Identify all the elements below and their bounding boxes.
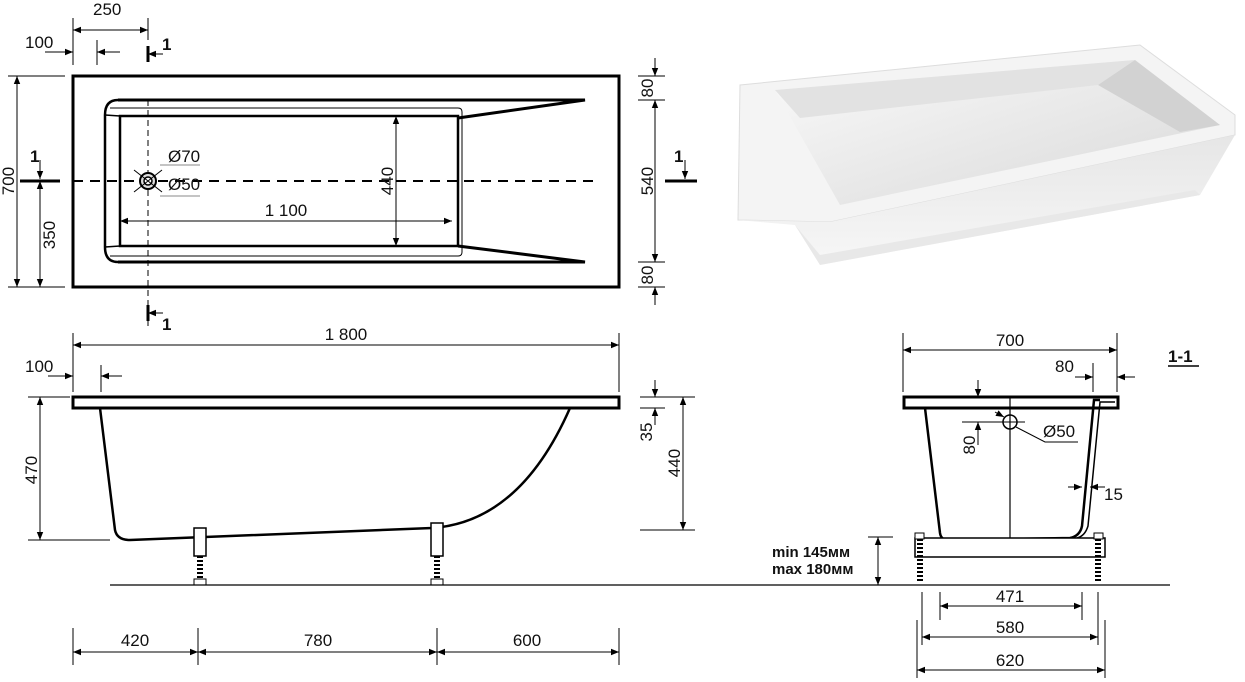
side-dim-1800: 1 800 xyxy=(325,325,368,344)
section-mark-top: 1 xyxy=(162,35,171,54)
side-view: 1 800 100 470 35 440 420 780 600 xyxy=(22,325,1170,665)
plan-dim-700: 700 xyxy=(0,167,18,195)
side-dim-780: 780 xyxy=(304,631,332,650)
plan-dim-440: 440 xyxy=(378,167,397,195)
section-mark-right: 1 xyxy=(674,147,683,166)
section-dim-80-vertical: 80 xyxy=(960,436,979,455)
plan-dim-80-top: 80 xyxy=(638,79,657,98)
plan-dim-250: 250 xyxy=(93,0,121,19)
section-dim-471: 471 xyxy=(996,587,1024,606)
plan-dim-1100: 1 100 xyxy=(265,201,308,220)
section-mark-left: 1 xyxy=(30,147,39,166)
side-dim-470: 470 xyxy=(22,456,41,484)
section-title: 1-1 xyxy=(1168,347,1193,366)
section-dim-80: 80 xyxy=(1055,357,1074,376)
section-dim-700: 700 xyxy=(996,331,1024,350)
side-dim-600: 600 xyxy=(513,631,541,650)
section-dim-580: 580 xyxy=(996,618,1024,637)
section-dim-620: 620 xyxy=(996,651,1024,670)
plan-dim-80-bottom: 80 xyxy=(638,266,657,285)
side-dim-35: 35 xyxy=(637,423,656,442)
section-dia50: Ø50 xyxy=(1043,422,1075,441)
plan-dia50: Ø50 xyxy=(168,175,200,194)
leg-max-height: max 180мм xyxy=(772,561,853,578)
stand-frame xyxy=(914,537,1106,558)
plan-dim-350: 350 xyxy=(40,221,59,249)
foot-left xyxy=(193,527,207,586)
side-dim-440: 440 xyxy=(665,449,684,477)
plan-dim-540: 540 xyxy=(638,167,657,195)
plan-dim-100: 100 xyxy=(25,33,53,52)
section-view: 1-1 700 80 80 Ø50 15 min 145мм max 180мм… xyxy=(772,331,1199,678)
side-dim-100: 100 xyxy=(25,357,53,376)
plan-dia70: Ø70 xyxy=(168,147,200,166)
foot-right xyxy=(430,522,444,586)
section-dim-15: 15 xyxy=(1104,485,1123,504)
leg-min-height: min 145мм xyxy=(772,544,850,561)
section-mark-bottom: 1 xyxy=(162,315,171,334)
plan-view: Ø70 Ø50 250 100 1 1 700 350 1 80 540 80 … xyxy=(0,0,697,334)
side-dim-420: 420 xyxy=(121,631,149,650)
bathtub-photo xyxy=(737,44,1236,265)
